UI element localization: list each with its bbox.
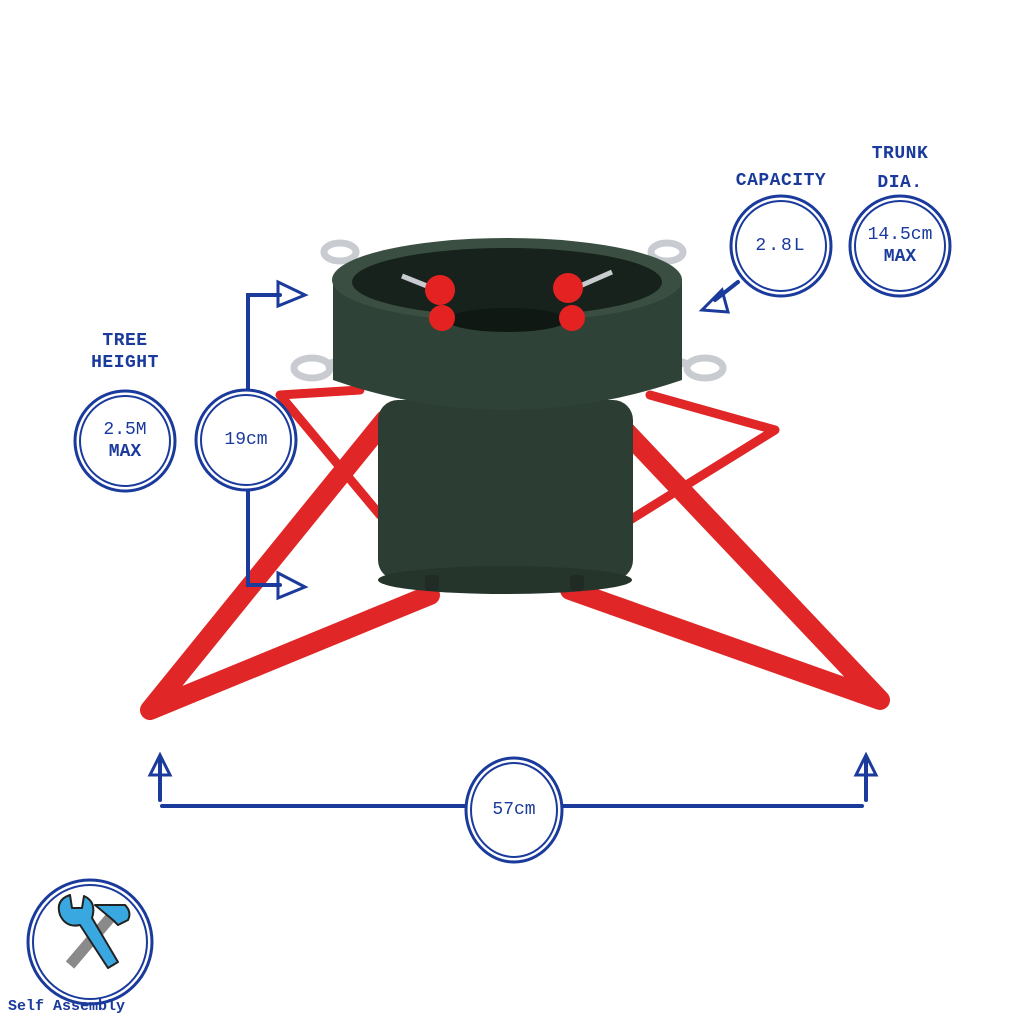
stand-base-cylinder — [378, 400, 633, 594]
wrench-hammer-icon — [57, 894, 131, 969]
knob — [553, 273, 583, 303]
self-assembly-label: Self Assembly — [8, 998, 126, 1015]
knob — [429, 305, 455, 331]
stand-bowl — [332, 238, 682, 410]
knob — [559, 305, 585, 331]
height-dimension-value: 19cm — [224, 430, 268, 450]
trunk-diameter-value: 14.5cm MAX — [867, 225, 933, 267]
knob — [425, 275, 455, 305]
stand-legs — [140, 385, 890, 720]
width-dimension-value: 57cm — [492, 800, 536, 820]
capacity-title: CAPACITY — [735, 171, 827, 191]
trunk-diameter-title: TRUNK DIA. — [871, 144, 929, 193]
tree-height-value: 2.5M MAX — [103, 420, 147, 462]
capacity-value: 2.8L — [755, 236, 807, 256]
tree-height-title: TREE HEIGHT — [91, 331, 159, 373]
